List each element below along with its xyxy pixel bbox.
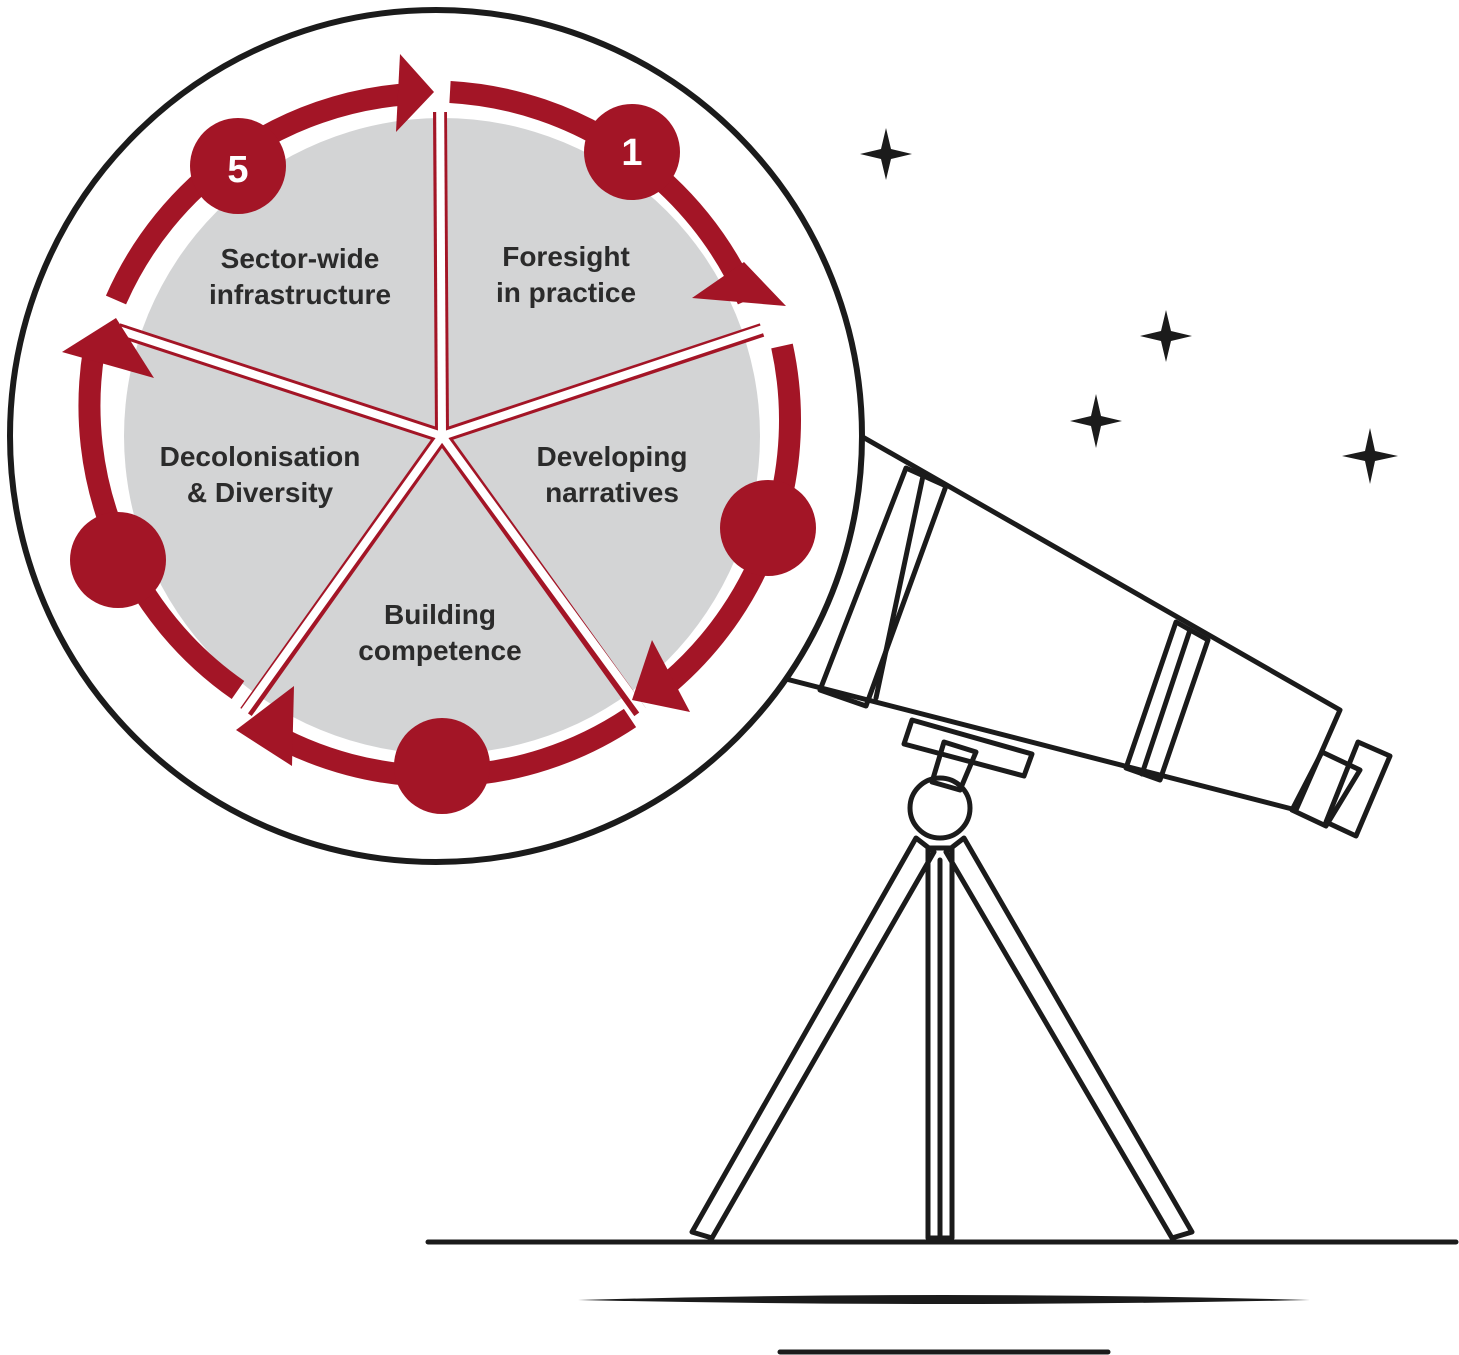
segment-label-line1: Developing [537,441,688,472]
segment-label-line2: & Diversity [187,477,334,508]
segment-label-line1: Building [384,599,496,630]
step-number-5: 5 [227,149,248,191]
segment-label-line1: Foresight [502,241,630,272]
segment-label-line2: in practice [496,277,636,308]
step-node-4 [70,512,166,608]
segment-label-line2: narratives [545,477,679,508]
sparkle-star-icon [860,128,1398,484]
segment-label-line1: Sector-wide [221,243,380,274]
segment-label-line2: infrastructure [209,279,391,310]
step-number-1: 1 [621,132,642,174]
step-node-3 [394,718,490,814]
segment-label-line1: Decolonisation [160,441,361,472]
segment-label-line2: competence [358,635,521,666]
step-node-2 [720,480,816,576]
